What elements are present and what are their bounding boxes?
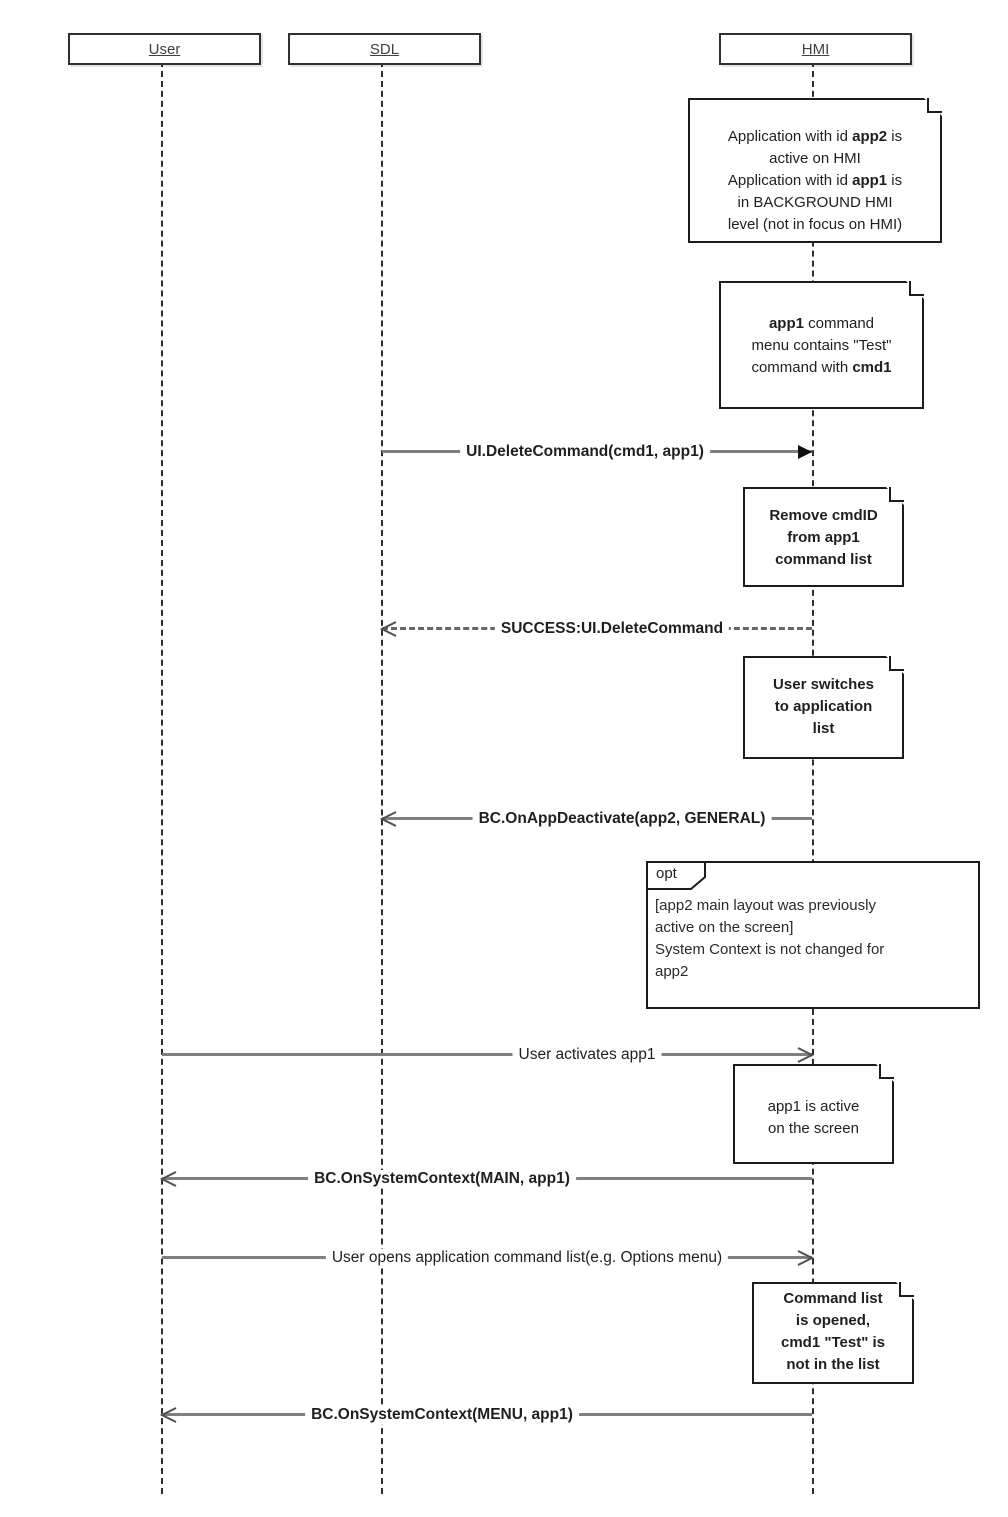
message-label: SUCCESS:UI.DeleteCommand: [494, 620, 730, 638]
arrowhead-open-icon: [379, 811, 398, 827]
fragment-tab-shape-icon: [646, 861, 706, 890]
actor-user-label: User: [148, 40, 181, 58]
actor-sdl: SDL: [288, 33, 481, 65]
lifeline-user: [161, 61, 163, 1494]
message-label: User activates app1: [512, 1046, 662, 1064]
opt-fragment-operator: opt: [656, 865, 677, 882]
arrowhead-open-icon: [379, 621, 398, 637]
message-label: BC.OnSystemContext(MAIN, app1): [308, 1170, 576, 1188]
message-label: UI.DeleteCommand(cmd1, app1): [460, 443, 710, 461]
message-bc-on-system-context-main: BC.OnSystemContext(MAIN, app1): [159, 1168, 812, 1190]
message-line: [162, 1053, 812, 1056]
message-bc-on-system-context-menu: BC.OnSystemContext(MENU, app1): [159, 1404, 812, 1426]
message-label: BC.OnSystemContext(MENU, app1): [305, 1406, 579, 1424]
message-label: User opens application command list(e.g.…: [325, 1249, 729, 1267]
arrowhead-open-icon: [796, 1047, 815, 1063]
message-user-activates-app1: User activates app1: [162, 1044, 815, 1066]
message-ui-delete-command: UI.DeleteCommand(cmd1, app1): [382, 441, 812, 463]
actor-hmi-label: HMI: [801, 40, 830, 58]
message-bc-on-app-deactivate: BC.OnAppDeactivate(app2, GENERAL): [379, 808, 812, 830]
message-label: BC.OnAppDeactivate(app2, GENERAL): [472, 810, 772, 828]
lifeline-hmi: [812, 61, 814, 1494]
message-success-ui-delete-command: SUCCESS:UI.DeleteCommand: [379, 618, 812, 640]
arrowhead-open-icon: [796, 1250, 815, 1266]
actor-sdl-label: SDL: [369, 40, 400, 58]
arrowhead-open-icon: [159, 1171, 178, 1187]
message-user-opens-command-list: User opens application command list(e.g.…: [162, 1247, 815, 1269]
actor-user: User: [68, 33, 261, 65]
opt-fragment-operator-tab: opt: [646, 861, 708, 891]
arrowhead-open-icon: [159, 1407, 178, 1423]
actor-hmi: HMI: [719, 33, 912, 65]
arrowhead-filled-icon: [796, 444, 814, 460]
lifeline-sdl: [381, 61, 383, 1494]
